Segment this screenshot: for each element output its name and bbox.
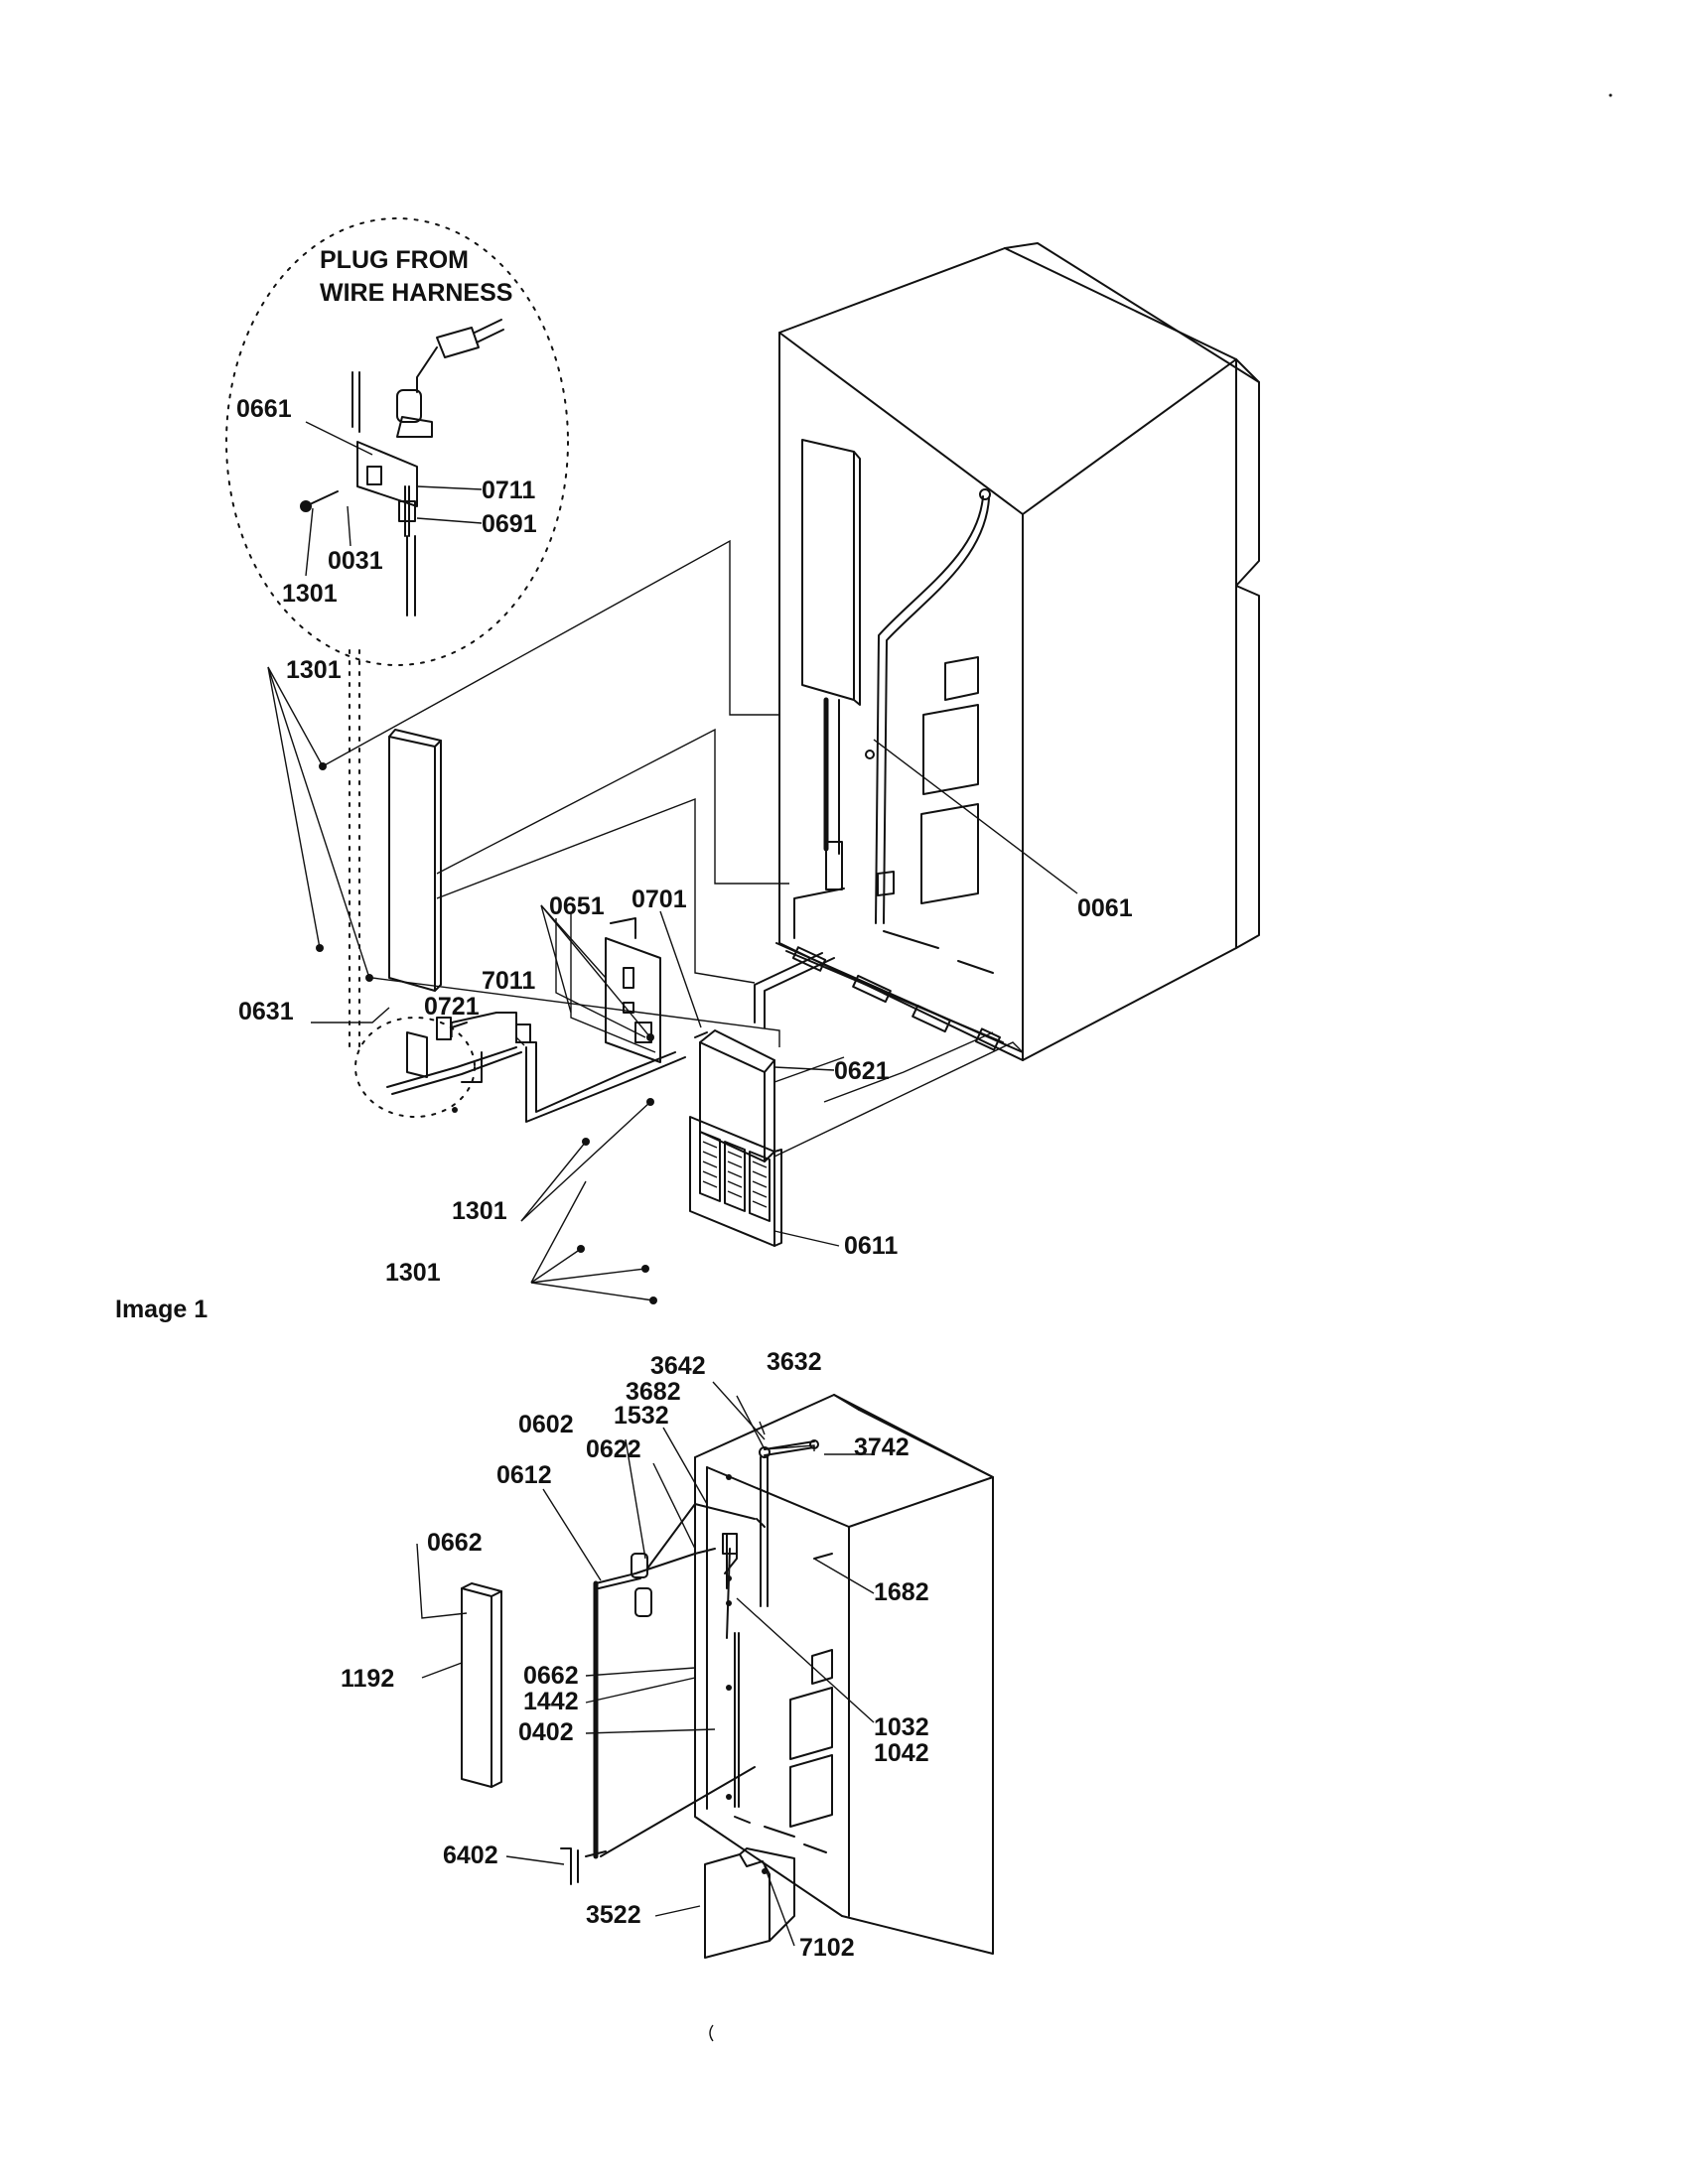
labels-bottom: 3642 3632 3682 1532 3742 0602 0622 0612 … bbox=[341, 1348, 929, 1962]
part-label-3642: 3642 bbox=[650, 1352, 706, 1380]
part-label-0701: 0701 bbox=[632, 886, 687, 913]
scan-mark bbox=[709, 2024, 714, 2042]
part-label-0662-mid: 0662 bbox=[523, 1662, 579, 1690]
control-box-0621 bbox=[694, 1029, 775, 1162]
part-label-3682: 3682 bbox=[626, 1378, 681, 1406]
part-label-0631: 0631 bbox=[238, 998, 294, 1025]
part-label-0402: 0402 bbox=[518, 1718, 574, 1746]
part-label-0611: 0611 bbox=[844, 1232, 898, 1260]
part-label-0711: 0711 bbox=[482, 477, 535, 504]
trim-strip-1192 bbox=[461, 1582, 502, 1788]
image-caption: Image 1 bbox=[115, 1296, 208, 1323]
wire-harness-plug-detail bbox=[225, 217, 569, 666]
part-label-0612: 0612 bbox=[496, 1461, 552, 1489]
part-label-1301-bottom: 1301 bbox=[385, 1259, 441, 1287]
part-label-0621: 0621 bbox=[834, 1057, 890, 1085]
part-label-1301-low: 1301 bbox=[452, 1197, 507, 1225]
part-label-1532: 1532 bbox=[614, 1402, 669, 1430]
leader-lines-top bbox=[267, 421, 1078, 1301]
part-label-1032: 1032 bbox=[874, 1713, 929, 1741]
part-label-3522: 3522 bbox=[586, 1901, 641, 1929]
water-valve-detail-small bbox=[354, 1012, 686, 1123]
vent-grille-0611 bbox=[689, 1116, 782, 1247]
part-label-3632: 3632 bbox=[767, 1348, 822, 1376]
side-panel-0631 bbox=[388, 729, 442, 992]
part-label-0031: 0031 bbox=[328, 547, 383, 575]
part-label-3742: 3742 bbox=[854, 1433, 910, 1461]
labels-top: PLUG FROM WIRE HARNESS 0661 0711 0691 00… bbox=[115, 246, 1133, 1323]
part-label-0721: 0721 bbox=[424, 993, 480, 1021]
part-label-1042: 1042 bbox=[874, 1739, 929, 1767]
refrigerator-cabinet-top bbox=[754, 242, 1260, 1061]
part-label-1301-detail: 1301 bbox=[282, 580, 338, 608]
part-label-0602: 0602 bbox=[518, 1411, 574, 1438]
part-label-7102: 7102 bbox=[799, 1934, 855, 1962]
water-line-0402 bbox=[560, 1503, 766, 1885]
callout-wire-harness: WIRE HARNESS bbox=[320, 279, 512, 307]
part-label-1301-side: 1301 bbox=[286, 656, 342, 684]
leader-lines-bottom bbox=[416, 1381, 875, 1947]
part-label-0651: 0651 bbox=[549, 892, 605, 920]
part-label-0661: 0661 bbox=[236, 395, 292, 423]
part-label-0662-top: 0662 bbox=[427, 1529, 483, 1557]
part-label-0622: 0622 bbox=[586, 1435, 641, 1463]
refrigerator-cabinet-bottom bbox=[694, 1394, 994, 1955]
part-label-0061: 0061 bbox=[1077, 894, 1133, 922]
part-label-0691: 0691 bbox=[482, 510, 537, 538]
part-label-1442: 1442 bbox=[523, 1688, 579, 1715]
projection-lines-top bbox=[320, 539, 1024, 1158]
control-bracket-0651 bbox=[605, 917, 661, 1063]
scan-dot bbox=[1609, 93, 1613, 97]
bracket-3522 bbox=[704, 1847, 795, 1959]
callout-plug-from: PLUG FROM bbox=[320, 246, 469, 274]
part-label-6402: 6402 bbox=[443, 1842, 498, 1869]
part-label-7011: 7011 bbox=[482, 967, 535, 995]
part-label-1682: 1682 bbox=[874, 1578, 929, 1606]
part-label-1192: 1192 bbox=[341, 1665, 394, 1693]
